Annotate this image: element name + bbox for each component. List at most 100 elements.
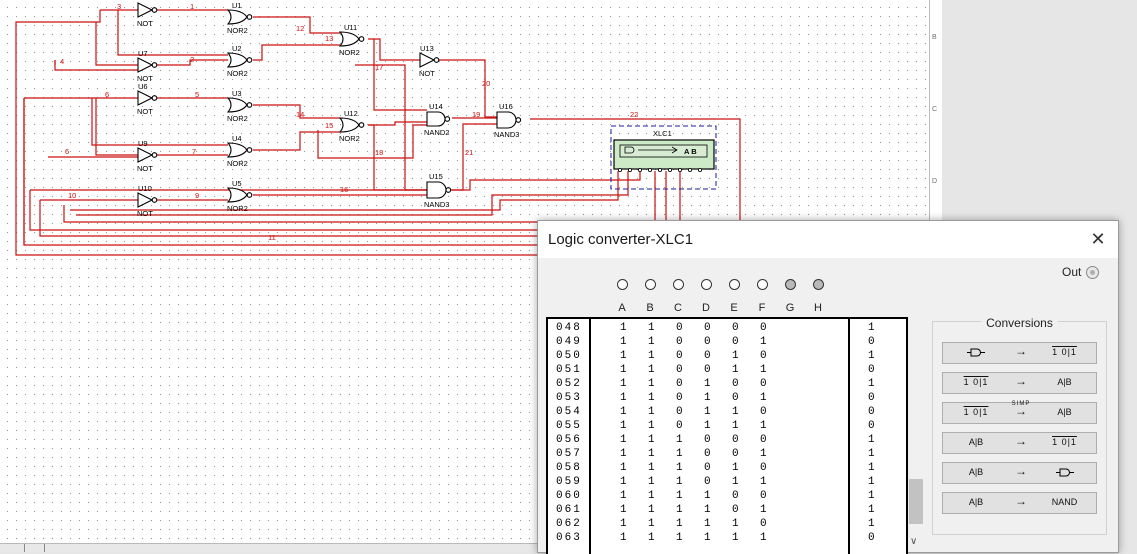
cell-d: 1 bbox=[704, 490, 711, 502]
instrument-terminal bbox=[688, 167, 693, 172]
out-label: Out bbox=[1062, 265, 1082, 279]
input-terminal-c[interactable] bbox=[673, 279, 684, 290]
truth-table-scrollbar[interactable]: ∨ bbox=[908, 317, 924, 552]
expression-to-circuit-button[interactable]: A|B→ bbox=[942, 462, 1097, 484]
cell-e: 0 bbox=[732, 448, 739, 460]
cell-output[interactable]: 0 bbox=[868, 532, 875, 544]
column-header-d: D bbox=[702, 302, 710, 314]
inversion-bubble bbox=[246, 192, 253, 198]
component-type: NOR2 bbox=[227, 26, 248, 35]
cell-output[interactable]: 0 bbox=[868, 392, 875, 404]
column-header-c: C bbox=[674, 302, 682, 314]
input-terminal-g[interactable] bbox=[785, 279, 796, 290]
nor-gate bbox=[226, 52, 248, 68]
cell-c: 0 bbox=[676, 322, 683, 334]
sheet-tab-strip[interactable] bbox=[0, 543, 545, 552]
expression-to-nand-button[interactable]: A|B→NAND bbox=[942, 492, 1097, 514]
wire bbox=[317, 124, 427, 159]
net-label: 9 bbox=[195, 191, 199, 200]
row-index: 050 bbox=[556, 350, 582, 362]
sheet-tab[interactable] bbox=[44, 544, 63, 552]
cell-output[interactable]: 1 bbox=[868, 350, 875, 362]
inversion-bubble bbox=[246, 147, 253, 153]
out-terminal[interactable] bbox=[1086, 266, 1099, 279]
input-terminal-h[interactable] bbox=[813, 279, 824, 290]
component-type: NOR2 bbox=[339, 48, 360, 57]
cell-c: 0 bbox=[676, 392, 683, 404]
row-index: 054 bbox=[556, 406, 582, 418]
net-label: 12 bbox=[296, 24, 304, 33]
cell-output[interactable]: 0 bbox=[868, 406, 875, 418]
cell-f: 1 bbox=[760, 392, 767, 404]
cell-a: 1 bbox=[620, 532, 627, 544]
cell-output[interactable]: 1 bbox=[868, 462, 875, 474]
cell-b: 1 bbox=[648, 448, 655, 460]
title-bar[interactable]: Logic converter-XLC1 ✕ bbox=[538, 221, 1118, 258]
input-terminal-d[interactable] bbox=[701, 279, 712, 290]
component-ref: U5 bbox=[232, 179, 242, 188]
instrument-ref: XLC1 bbox=[653, 129, 672, 138]
wire bbox=[253, 131, 340, 151]
nor-gate bbox=[226, 9, 248, 25]
inversion-bubble bbox=[433, 57, 440, 63]
input-terminal-f[interactable] bbox=[757, 279, 768, 290]
cell-a: 1 bbox=[620, 336, 627, 348]
wire bbox=[70, 171, 619, 211]
truth-table-to-expression-button[interactable]: 1 0|1→A|B bbox=[942, 372, 1097, 394]
arrow-icon: → bbox=[1015, 344, 1027, 358]
cell-e: 0 bbox=[732, 392, 739, 404]
cell-output[interactable]: 1 bbox=[868, 378, 875, 390]
cell-output[interactable]: 1 bbox=[868, 490, 875, 502]
cell-a: 1 bbox=[620, 462, 627, 474]
cell-output[interactable]: 0 bbox=[868, 364, 875, 376]
circuit-to-truth-table-button[interactable]: →1 0|1 bbox=[942, 342, 1097, 364]
cell-output[interactable]: 0 bbox=[868, 336, 875, 348]
column-header-h: H bbox=[814, 302, 822, 314]
expression-to-truth-table-button[interactable]: A|B→1 0|1 bbox=[942, 432, 1097, 454]
input-terminal-b[interactable] bbox=[645, 279, 656, 290]
cell-output[interactable]: 0 bbox=[868, 420, 875, 432]
cell-output[interactable]: 1 bbox=[868, 518, 875, 530]
cell-d: 0 bbox=[704, 434, 711, 446]
column-header-f: F bbox=[758, 302, 766, 314]
sheet-tab[interactable] bbox=[24, 544, 43, 552]
scroll-down-icon[interactable]: ∨ bbox=[910, 536, 918, 547]
cell-output[interactable]: 1 bbox=[868, 322, 875, 334]
scroll-thumb[interactable] bbox=[909, 479, 923, 524]
cell-output[interactable]: 1 bbox=[868, 434, 875, 446]
cell-output[interactable]: 1 bbox=[868, 448, 875, 460]
cell-f: 1 bbox=[760, 504, 767, 516]
component-type: NAND3 bbox=[424, 200, 449, 209]
input-terminal-a[interactable] bbox=[617, 279, 628, 290]
close-icon[interactable]: ✕ bbox=[1090, 229, 1106, 249]
cell-output[interactable]: 1 bbox=[868, 504, 875, 516]
net-label: 19 bbox=[472, 110, 480, 119]
cell-f: 0 bbox=[760, 434, 767, 446]
component-ref: U7 bbox=[138, 49, 148, 58]
component-ref: U1 bbox=[232, 1, 242, 10]
input-terminal-e[interactable] bbox=[729, 279, 740, 290]
cell-a: 1 bbox=[620, 476, 627, 488]
cell-d: 1 bbox=[704, 420, 711, 432]
cell-d: 1 bbox=[704, 532, 711, 544]
cell-output[interactable]: 1 bbox=[868, 476, 875, 488]
